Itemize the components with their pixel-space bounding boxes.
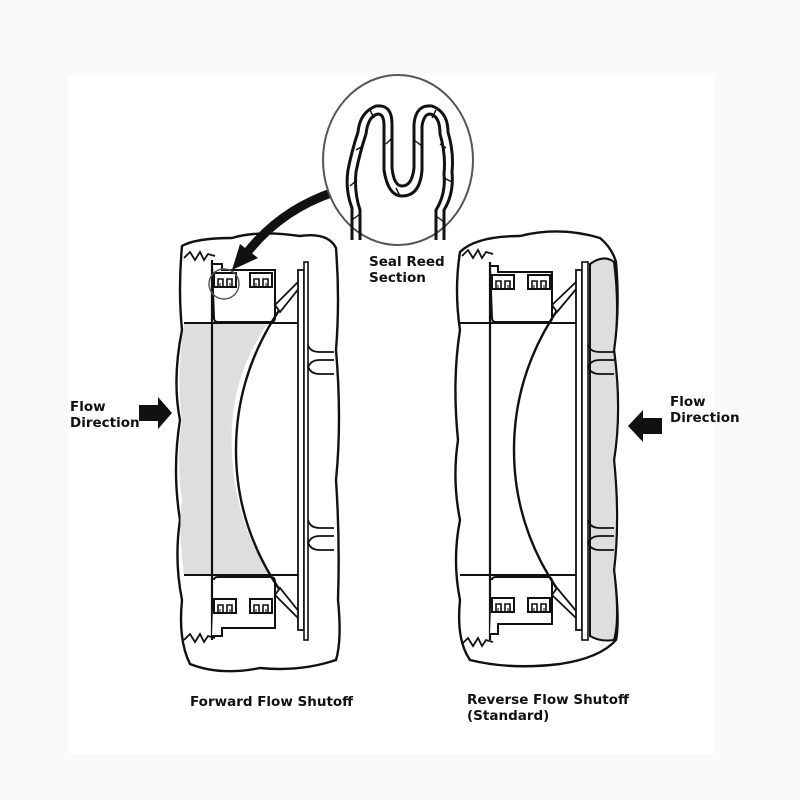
- right-shaded-region: [589, 257, 619, 642]
- left-valve: [174, 232, 341, 673]
- right-arrow-icon: [139, 397, 172, 429]
- seal-reed-magnified: [322, 74, 474, 246]
- right-valve: [454, 230, 620, 668]
- right-flow-label-line2: Direction: [670, 410, 740, 426]
- right-disc: [512, 284, 577, 615]
- callout-arrowhead: [232, 244, 258, 270]
- left-arrow-icon: [628, 410, 662, 442]
- left-disc: [234, 284, 299, 615]
- reverse-caption-line2: (Standard): [467, 708, 550, 724]
- seal-reed-label-line1: Seal Reed: [369, 254, 445, 270]
- reverse-flow-caption: Reverse Flow Shutoff(Standard): [467, 692, 629, 724]
- seal-reed-label-line2: Section: [369, 270, 426, 286]
- callout-arrow: [242, 187, 336, 257]
- seal-reed-callout-marker: [208, 268, 240, 300]
- forward-flow-caption: Forward Flow Shutoff: [190, 694, 354, 710]
- left-flow-label-line1: Flow: [70, 399, 106, 415]
- reverse-caption-line1: Reverse Flow Shutoff: [467, 692, 629, 708]
- right-flow-label-line1: Flow: [670, 394, 706, 410]
- left-shaded-region: [179, 323, 270, 575]
- left-flow-label-line2: Direction: [70, 415, 140, 431]
